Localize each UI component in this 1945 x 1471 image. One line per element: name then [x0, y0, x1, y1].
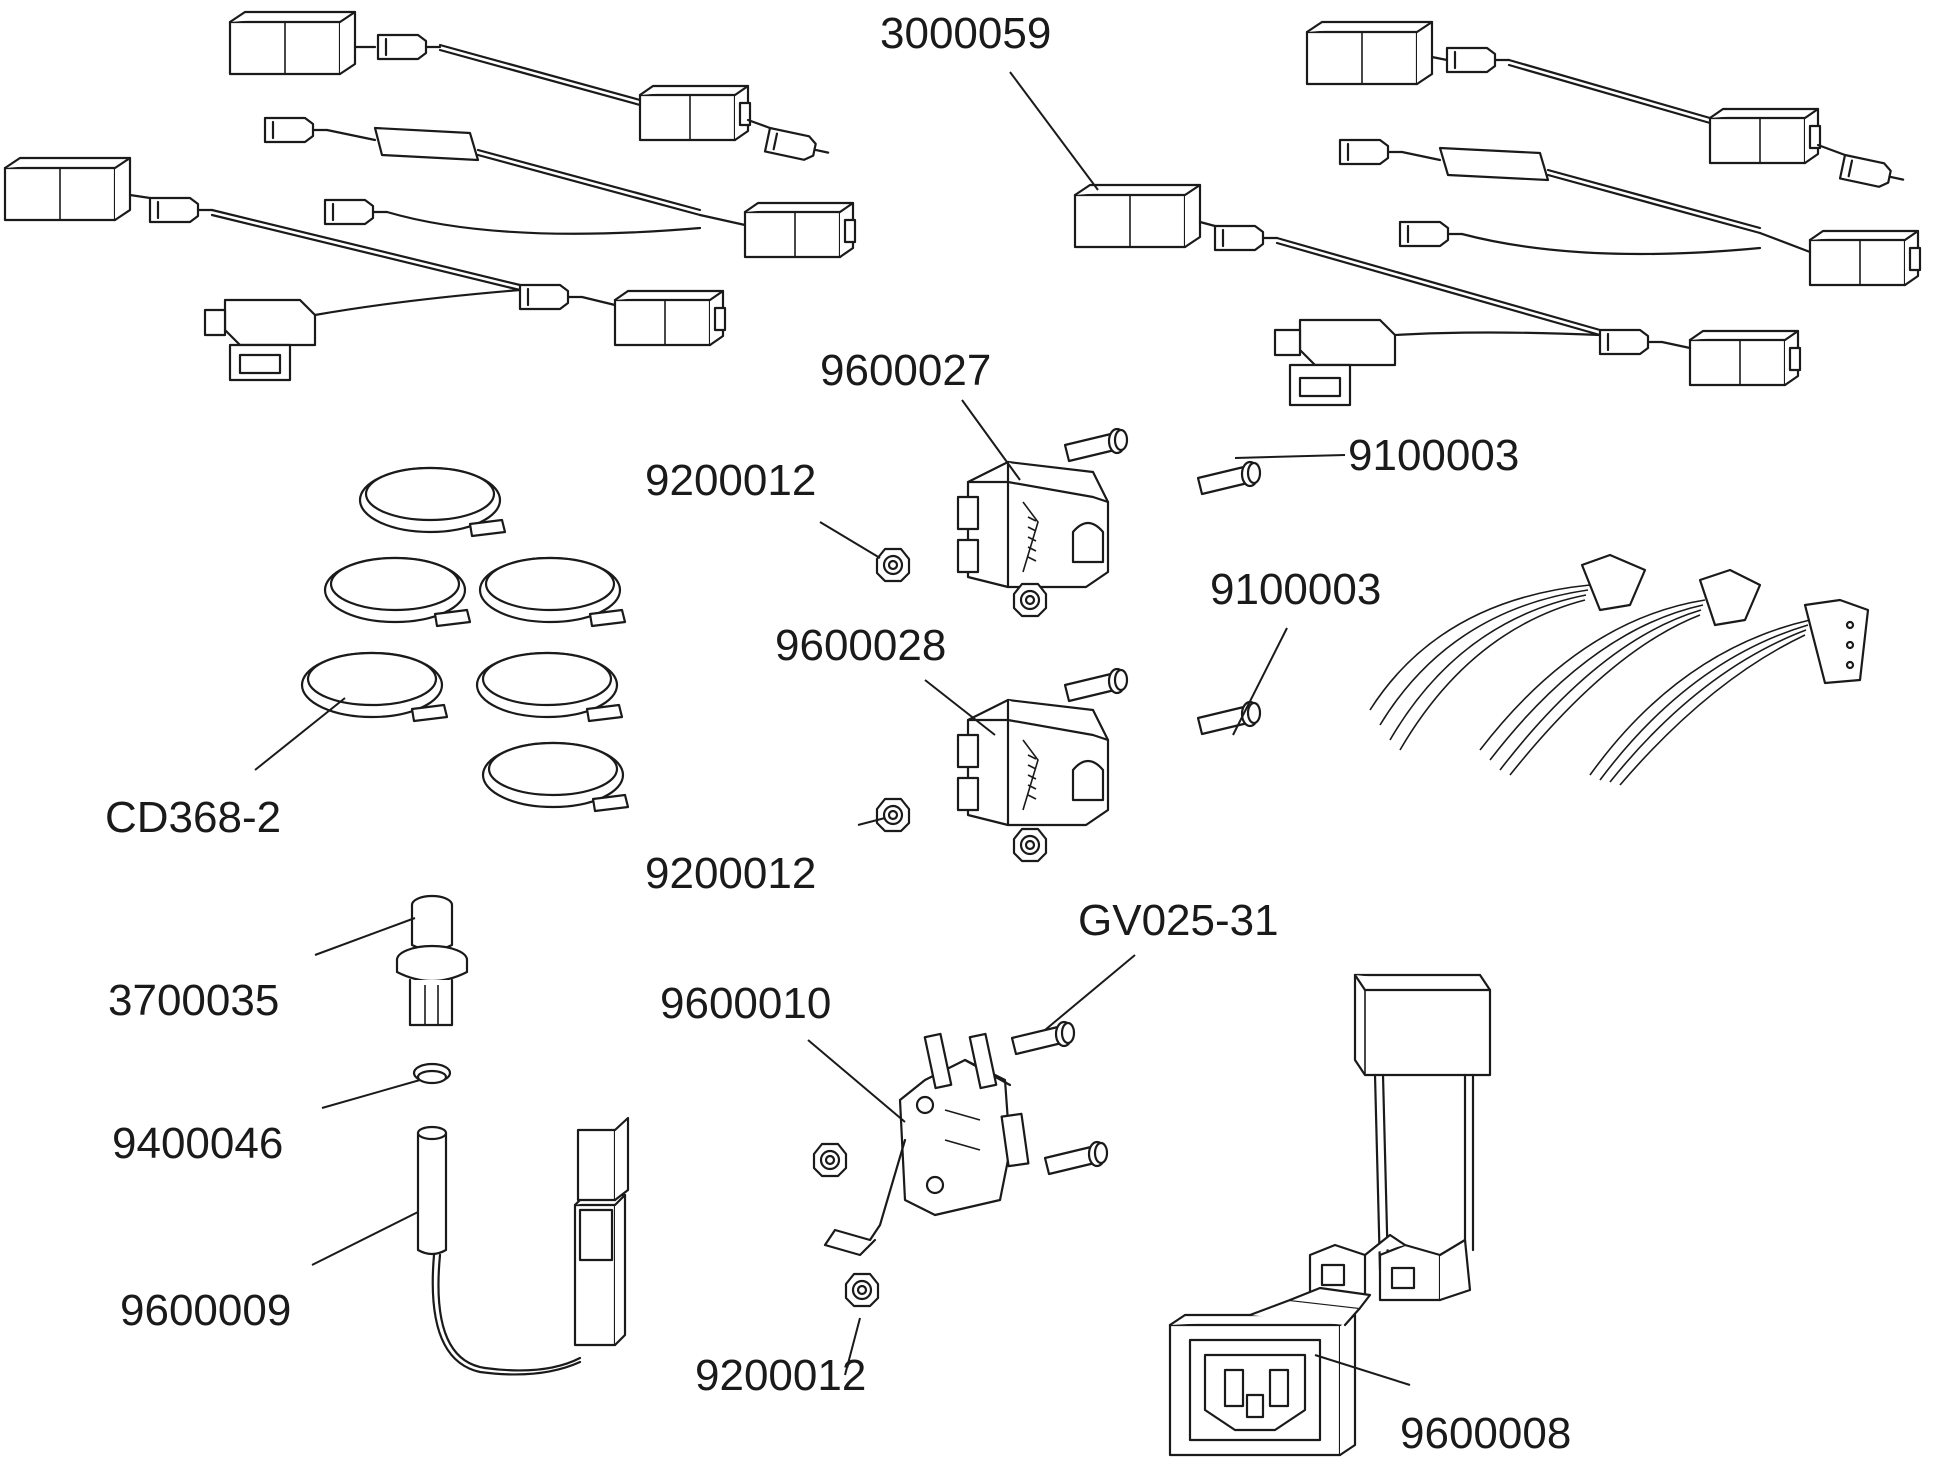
wire-harness-left: [3, 10, 857, 382]
appliance-inlet-9600008: [1168, 973, 1492, 1457]
leader-lines: [254, 71, 1411, 1386]
label-9200012-a: 9200012: [645, 456, 816, 505]
label-9600010: 9600010: [660, 979, 831, 1028]
temperature-sensor-9600009: [416, 1116, 630, 1376]
label-3700035: 3700035: [108, 976, 279, 1025]
wire-harness-right: [1073, 20, 1922, 407]
microswitch-9600010: [823, 1020, 1109, 1257]
label-cd368-2: CD368-2: [105, 793, 281, 842]
label-gv025-31: GV025-31: [1078, 896, 1279, 945]
relay-9600027: [956, 460, 1110, 618]
part-labels: 3000059 9600027 9100003 9200012 9100003 …: [105, 9, 1571, 1458]
label-9600008: 9600008: [1400, 1409, 1571, 1458]
label-9600028: 9600028: [775, 621, 946, 670]
label-9200012-b: 9200012: [645, 849, 816, 898]
label-9200012-c: 9200012: [695, 1351, 866, 1400]
label-3000059: 3000059: [880, 9, 1051, 58]
ribbon-cable-assemblies: [1369, 553, 1870, 786]
label-9400046: 9400046: [112, 1119, 283, 1168]
hose-clamps-cd368-2: [300, 466, 630, 813]
label-9600009: 9600009: [120, 1286, 291, 1335]
label-9600027: 9600027: [820, 346, 991, 395]
label-9100003-a: 9100003: [1348, 431, 1519, 480]
thermostat-3700035: [395, 894, 469, 1027]
spring-clip-9400046: [412, 1062, 452, 1085]
label-9100003-b: 9100003: [1210, 565, 1381, 614]
